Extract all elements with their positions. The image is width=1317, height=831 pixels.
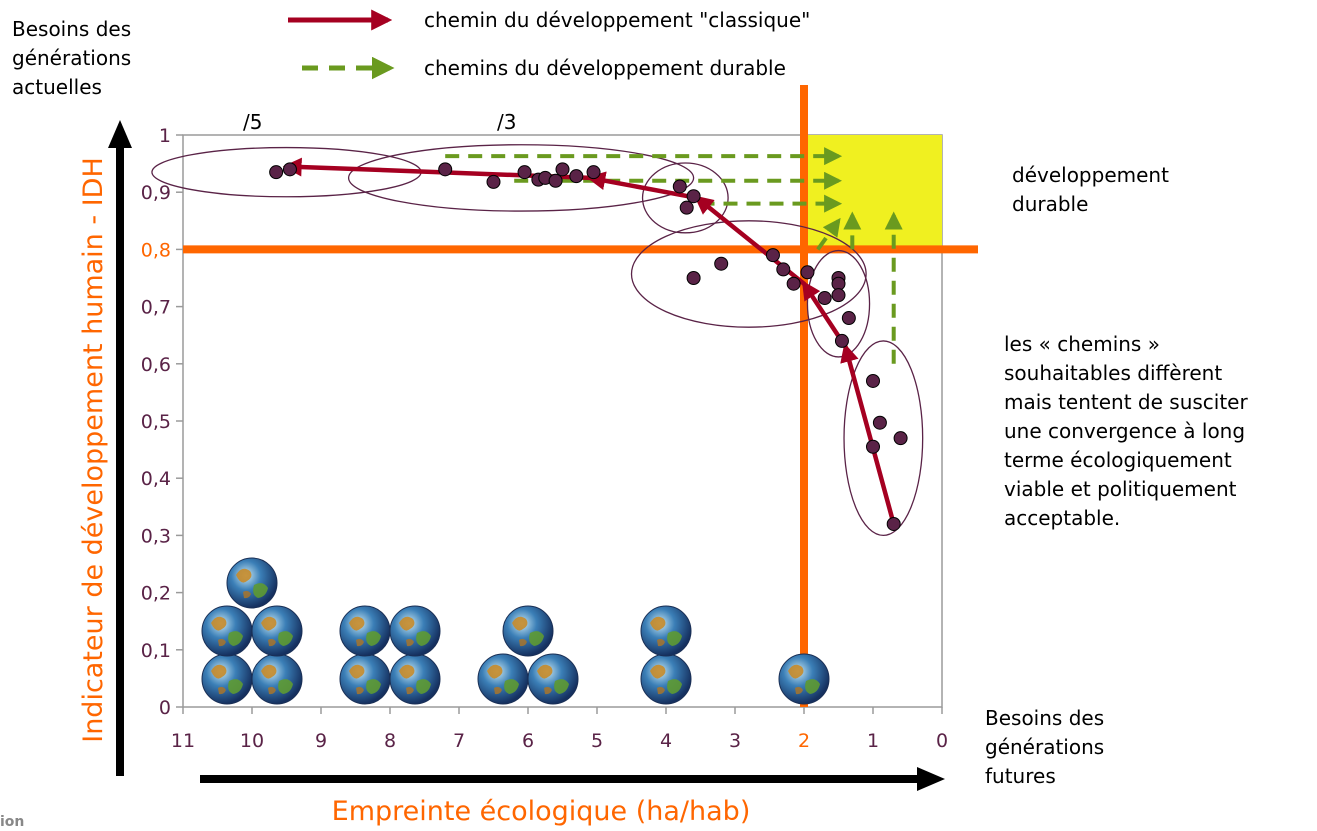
data-point bbox=[686, 271, 701, 285]
legend-durable-label: chemins du développement durable bbox=[424, 56, 786, 80]
earth-globe-icon bbox=[477, 653, 529, 705]
data-point bbox=[548, 173, 563, 188]
data-point bbox=[841, 311, 856, 326]
footer-fragment: ion bbox=[0, 814, 24, 830]
cluster-ellipse bbox=[843, 340, 924, 537]
y-tick-label: 0,8 bbox=[141, 239, 171, 261]
data-point bbox=[555, 162, 570, 177]
data-point bbox=[786, 276, 801, 291]
durable-zone bbox=[804, 135, 942, 250]
data-point bbox=[866, 373, 880, 388]
x-tick-label: 4 bbox=[660, 730, 672, 752]
x-tick-label: 3 bbox=[729, 730, 741, 752]
y-tick-label: 0,2 bbox=[141, 583, 171, 605]
y-tick-label: 0,6 bbox=[141, 354, 171, 376]
data-point bbox=[686, 189, 701, 204]
data-point bbox=[586, 165, 601, 180]
earth-globe-icon bbox=[201, 605, 253, 657]
x-tick-label: 8 bbox=[384, 730, 396, 752]
x-tick-label: 9 bbox=[315, 730, 327, 752]
y-tick-label: 0 bbox=[159, 697, 171, 719]
data-point bbox=[776, 262, 791, 277]
data-point bbox=[800, 265, 815, 280]
data-point bbox=[714, 256, 729, 271]
x-tick-label: 5 bbox=[591, 730, 603, 752]
data-point bbox=[282, 162, 297, 177]
cluster-ellipse bbox=[347, 144, 695, 212]
divisor-label-3: /3 bbox=[497, 110, 516, 134]
earth-globe-icon bbox=[201, 653, 253, 705]
y-tick-label: 0,1 bbox=[141, 640, 171, 662]
annotation-generations-actuelles: Besoins des générations actuelles bbox=[12, 17, 132, 99]
data-point bbox=[517, 165, 532, 180]
annotation-chemins-note: les « chemins » souhaitables diffèrent m… bbox=[1004, 332, 1248, 530]
y-tick-label: 0,9 bbox=[141, 182, 171, 204]
x-tick-label: 11 bbox=[171, 730, 195, 752]
globe-stacks bbox=[201, 557, 830, 705]
data-point bbox=[817, 291, 832, 306]
y-tick-label: 0,7 bbox=[141, 297, 171, 319]
earth-globe-icon bbox=[527, 653, 579, 705]
earth-globe-icon bbox=[640, 653, 692, 705]
data-point bbox=[672, 179, 687, 194]
earth-globe-icon bbox=[389, 653, 441, 705]
x-tick-label: 6 bbox=[522, 730, 534, 752]
cluster-ellipse bbox=[630, 220, 867, 328]
earth-globe-icon bbox=[389, 605, 441, 657]
data-point bbox=[866, 439, 880, 454]
y-tick-label: 0,4 bbox=[141, 468, 171, 490]
x-axis-arrowhead bbox=[917, 767, 945, 791]
annotation-generations-futures: Besoins des générations futures bbox=[985, 706, 1105, 788]
data-point bbox=[886, 516, 901, 531]
x-axis-label: Empreinte écologique (ha/hab) bbox=[332, 796, 751, 827]
annotation-developpement-durable: développement durable bbox=[1012, 163, 1169, 216]
earth-globe-icon bbox=[251, 653, 303, 705]
divisor-label-5: /5 bbox=[243, 110, 262, 134]
x-tick-label: 1 bbox=[867, 730, 879, 752]
earth-globe-icon bbox=[339, 605, 391, 657]
y-axis-arrowhead bbox=[108, 120, 132, 148]
data-points bbox=[269, 162, 908, 531]
x-tick-label: 10 bbox=[240, 730, 264, 752]
y-axis-label: Indicateur de développement humain - IDH bbox=[78, 157, 109, 743]
data-point bbox=[872, 415, 887, 430]
x-tick-label: 0 bbox=[936, 730, 948, 752]
earth-globe-icon bbox=[251, 605, 303, 657]
data-point bbox=[893, 431, 908, 446]
earth-globe-icon bbox=[226, 557, 278, 609]
y-tick-label: 0,5 bbox=[141, 411, 171, 433]
cluster-ellipse bbox=[641, 162, 729, 234]
earth-globe-icon bbox=[339, 653, 391, 705]
earth-globe-icon bbox=[640, 605, 692, 657]
earth-globe-icon bbox=[502, 605, 554, 657]
data-point bbox=[569, 169, 584, 184]
data-point bbox=[269, 165, 284, 180]
classic-path-arrow bbox=[586, 171, 700, 201]
classic-path-arrow bbox=[840, 342, 896, 527]
legend-classic-label: chemin du développement "classique" bbox=[424, 8, 810, 32]
data-point bbox=[679, 200, 694, 215]
data-point bbox=[486, 174, 501, 189]
data-point bbox=[765, 248, 780, 263]
earth-globe-icon bbox=[778, 653, 830, 705]
cluster-ellipse bbox=[806, 249, 871, 358]
x-tick-label: 2 bbox=[798, 730, 810, 752]
y-tick-label: 0,3 bbox=[141, 525, 171, 547]
data-point bbox=[438, 162, 453, 177]
durable-path-arrow bbox=[816, 217, 841, 251]
x-tick-label: 7 bbox=[453, 730, 465, 752]
y-tick-label: 1 bbox=[159, 125, 171, 147]
data-point bbox=[834, 333, 849, 348]
data-point bbox=[831, 288, 846, 303]
